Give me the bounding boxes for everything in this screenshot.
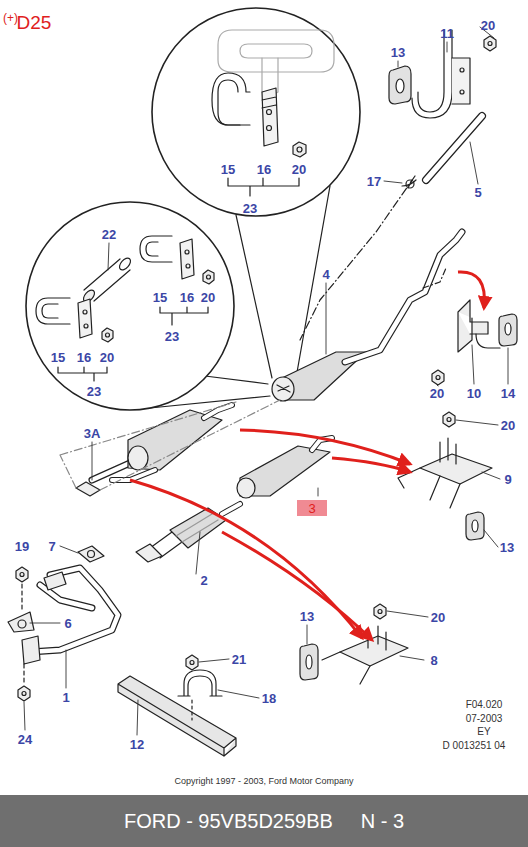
callout-number: 7	[48, 540, 55, 553]
callout-number: 20	[431, 611, 445, 624]
callout-number: 13	[300, 610, 314, 623]
note-text: D25	[17, 13, 52, 32]
callout-number: 19	[15, 540, 29, 553]
callout-number: 16	[257, 163, 271, 176]
callout-number: 20	[100, 351, 114, 364]
callout-number: 3A	[84, 427, 101, 440]
callout-number: 15	[221, 163, 235, 176]
callout-number: 24	[18, 733, 32, 746]
node-text: FORD - 95VB5D259BB N - 3	[124, 811, 404, 831]
callout-number: 11	[440, 27, 454, 40]
callout-number: 4	[322, 268, 329, 281]
callout-number: 23	[243, 202, 257, 215]
highlight-box: 3	[297, 500, 327, 516]
callout-number: 10	[467, 387, 481, 400]
callout-number: 20	[292, 163, 306, 176]
callout-number: 2	[200, 574, 207, 587]
note-text: D 0013251 04	[443, 741, 506, 751]
callout-number: 20	[201, 291, 215, 304]
callout-number: 21	[232, 653, 246, 666]
note-text: F04.020	[466, 700, 503, 710]
note-text: Copyright 1997 - 2003, Ford Motor Compan…	[174, 777, 353, 786]
part-number-band: FORD - 95VB5D259BB N - 3	[0, 795, 528, 847]
callout-number: 12	[130, 738, 144, 751]
callout-number: 22	[102, 228, 116, 241]
callout-number: 15	[51, 351, 65, 364]
callout-number: 15	[153, 291, 167, 304]
callout-number: 20	[481, 19, 495, 32]
callout-number: 17	[367, 175, 381, 188]
callout-number: 9	[504, 473, 511, 486]
note-text: EY	[477, 727, 490, 737]
callout-number: 1	[62, 691, 69, 704]
callout-number: 8	[430, 654, 437, 667]
callout-number: 16	[180, 291, 194, 304]
callout-number: 13	[500, 541, 514, 554]
callout-number: 23	[87, 385, 101, 398]
callout-number: 5	[474, 186, 481, 199]
node-text: 3	[308, 502, 315, 515]
callout-number: 6	[64, 617, 71, 630]
callout-number: 20	[430, 387, 444, 400]
callout-number: 18	[262, 692, 276, 705]
callout-number: 13	[391, 46, 405, 59]
callout-number: 20	[501, 419, 515, 432]
callout-number: 23	[165, 330, 179, 343]
note-text: (+)	[3, 12, 18, 24]
callout-number: 16	[77, 351, 91, 364]
note-text: 07-2003	[466, 714, 503, 724]
callout-number: 14	[501, 387, 515, 400]
